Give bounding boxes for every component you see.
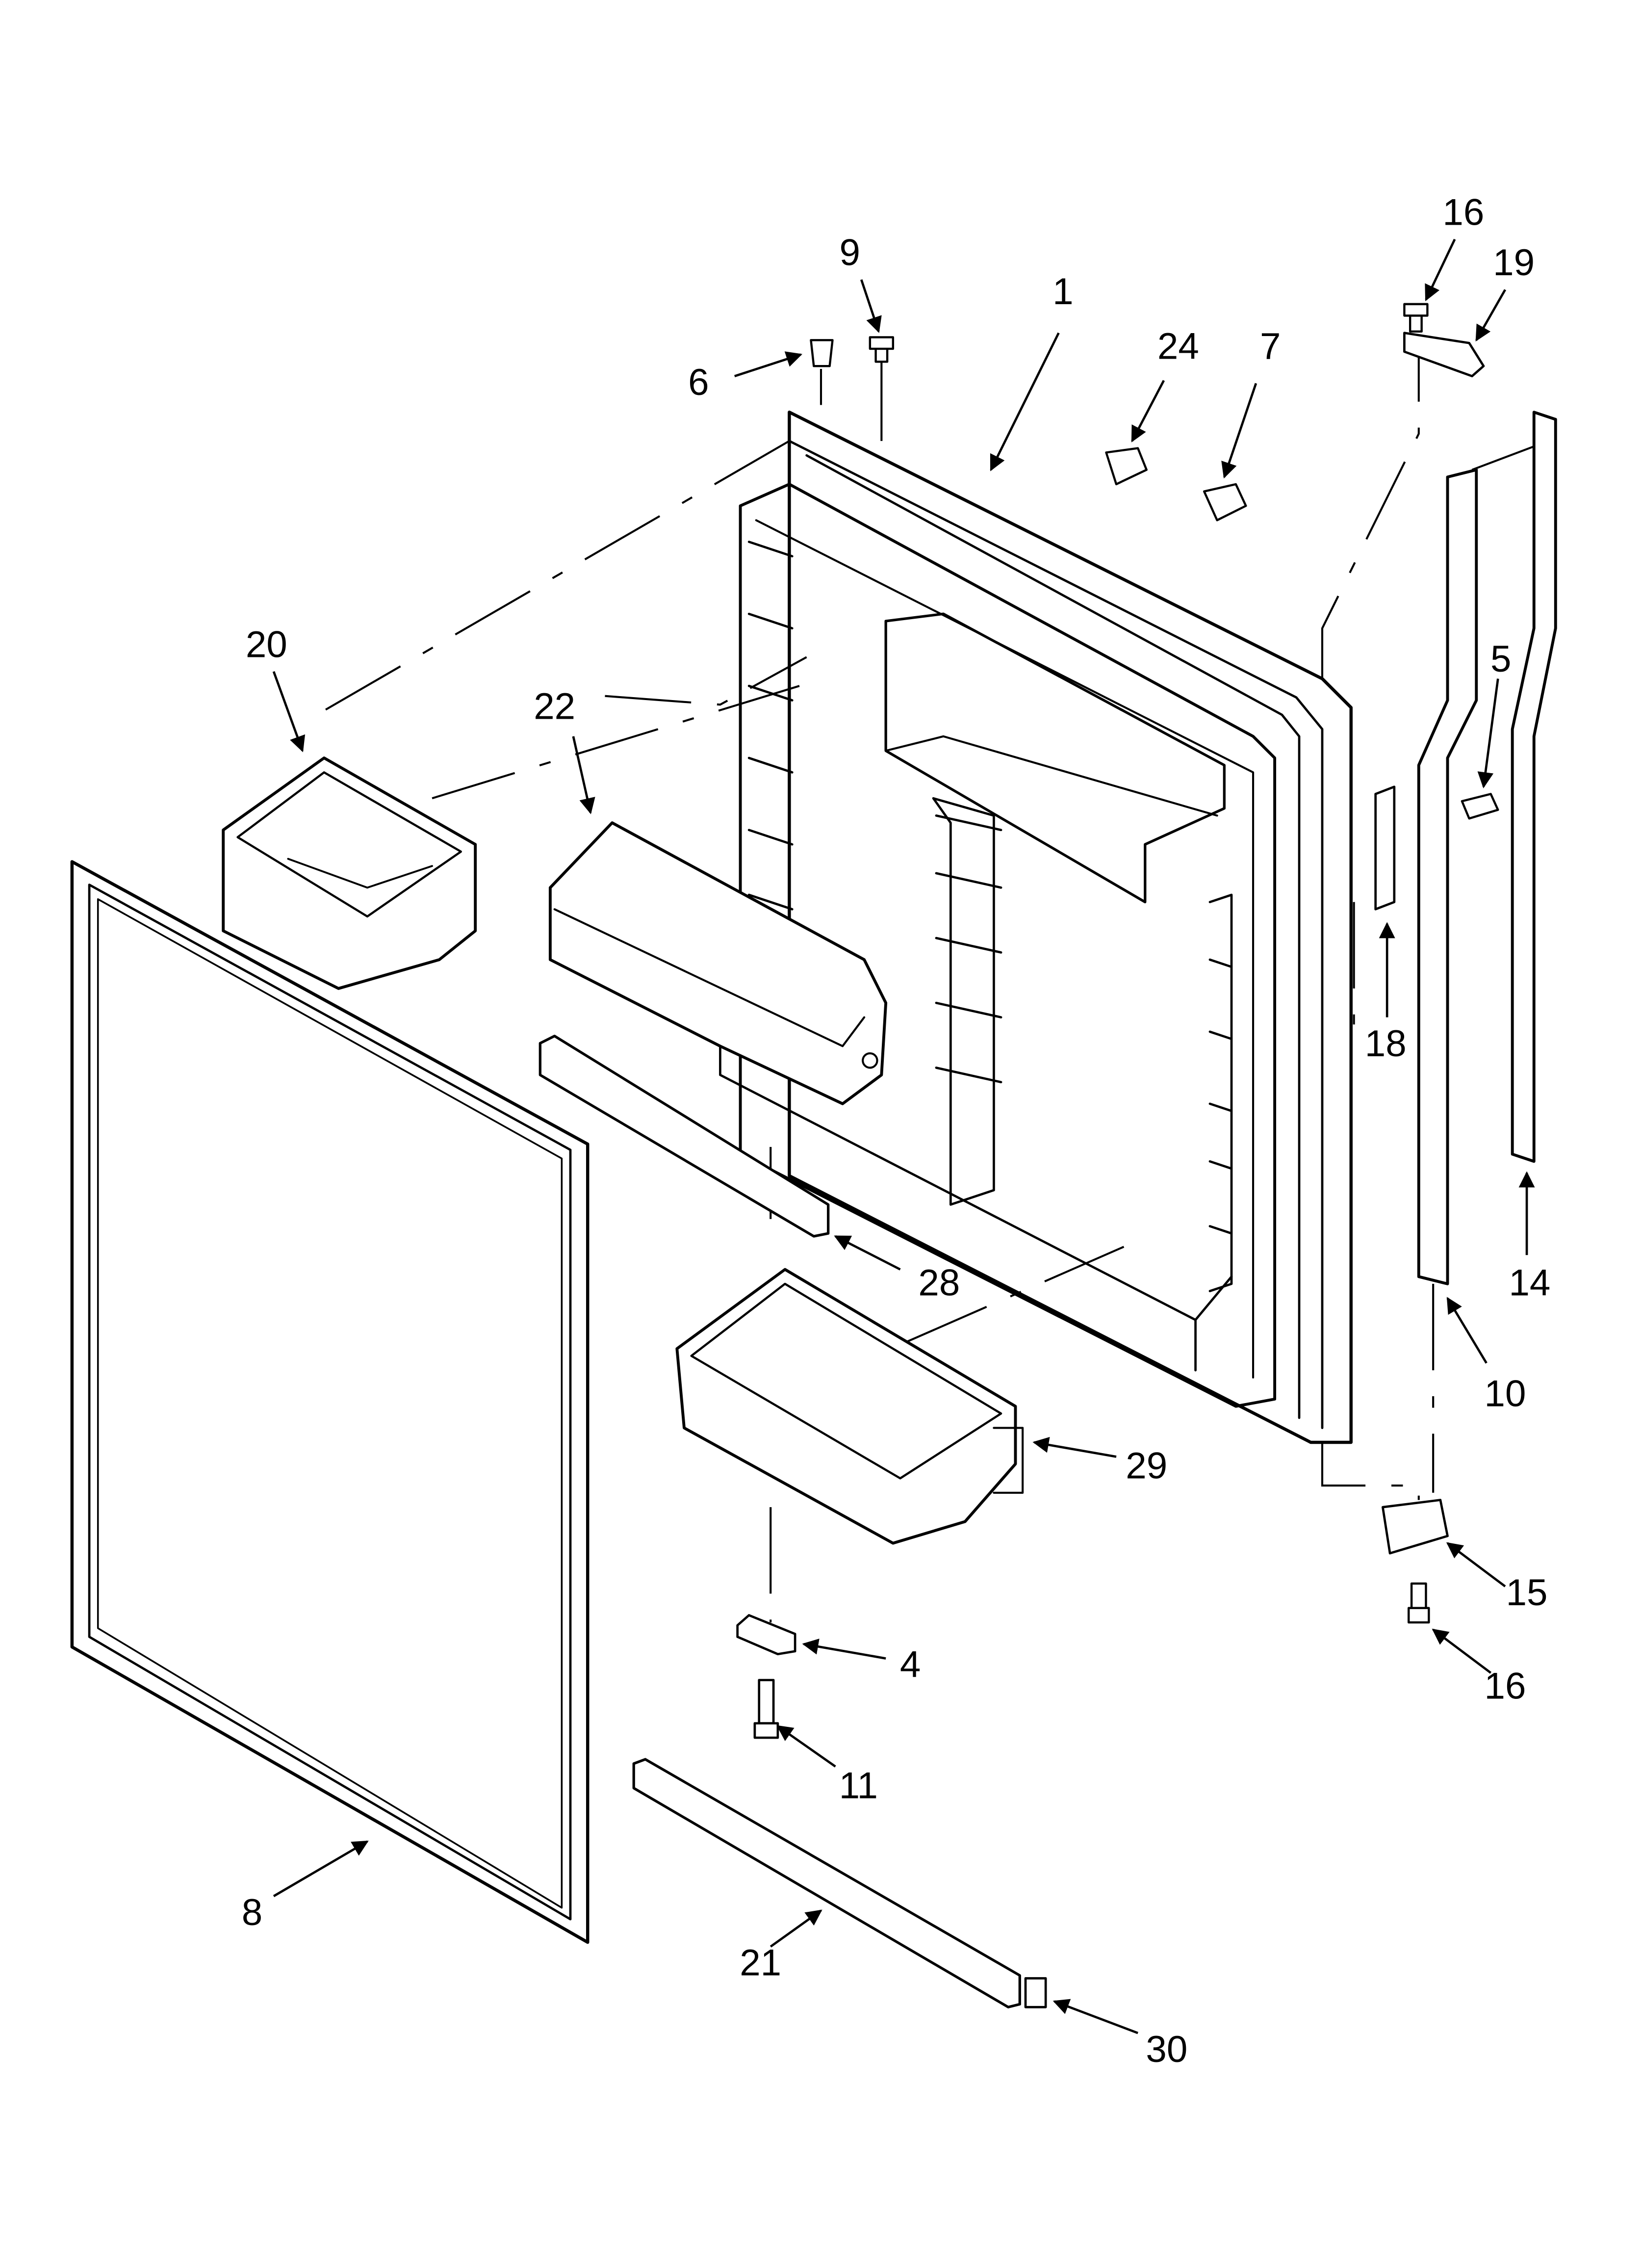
bottom-hinge-parts <box>736 1614 796 1739</box>
bottom-trim <box>632 1758 1047 2008</box>
callout-5: 5 <box>1490 638 1511 680</box>
callout-8: 8 <box>242 1892 262 1933</box>
callout-21: 21 <box>740 1942 781 1984</box>
dairy-door-cover <box>548 821 888 1105</box>
callout-10: 10 <box>1485 1373 1526 1415</box>
callout-24: 24 <box>1157 325 1199 367</box>
callout-28: 28 <box>918 1262 960 1303</box>
callout-16-bottom: 16 <box>1485 1666 1526 1707</box>
door-handle <box>1374 411 1557 1285</box>
callout-labels: 1 4 5 6 7 8 9 10 11 14 15 16 16 18 19 20… <box>242 191 1551 2070</box>
callout-30: 30 <box>1146 2029 1187 2070</box>
callout-1: 1 <box>1052 271 1073 313</box>
door-bin-upper <box>222 756 477 990</box>
callout-18: 18 <box>1365 1023 1407 1065</box>
door-panel <box>719 410 1353 1444</box>
callout-16-top: 16 <box>1442 191 1484 233</box>
callout-15: 15 <box>1506 1572 1548 1614</box>
callout-14: 14 <box>1509 1262 1550 1303</box>
callout-6: 6 <box>688 362 709 403</box>
callout-29: 29 <box>1126 1445 1167 1486</box>
door-gasket <box>70 860 590 1944</box>
trim-strip <box>539 1035 830 1238</box>
callout-20: 20 <box>246 624 287 665</box>
callout-22: 22 <box>534 686 575 728</box>
door-bin-lower <box>675 1268 1024 1545</box>
callout-9: 9 <box>840 232 860 274</box>
callout-7: 7 <box>1260 325 1281 367</box>
callout-19: 19 <box>1493 242 1535 284</box>
leader-arrows <box>272 238 1535 2034</box>
hardware <box>810 303 1499 1624</box>
callout-4: 4 <box>900 1644 921 1686</box>
callout-11: 11 <box>839 1765 878 1806</box>
